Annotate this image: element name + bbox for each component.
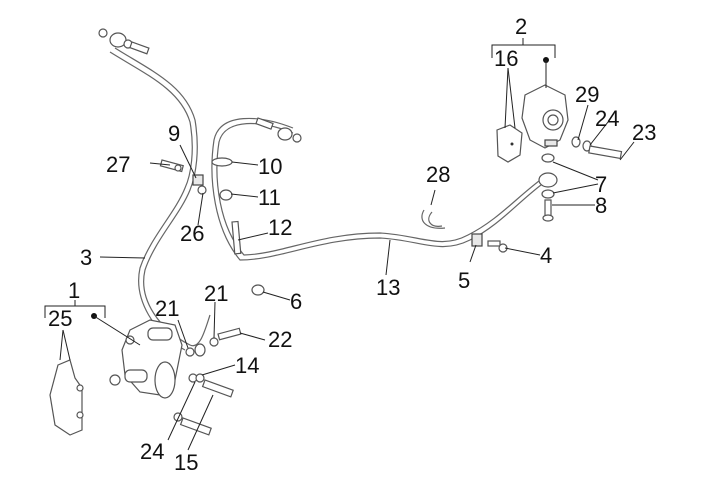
label-14: 14: [235, 353, 259, 378]
leader-lines: [59, 67, 635, 451]
label-24-top: 24: [595, 106, 619, 131]
label-15: 15: [174, 450, 198, 475]
label-3: 3: [80, 245, 92, 270]
label-23: 23: [632, 120, 656, 145]
label-22: 22: [268, 327, 292, 352]
label-13: 13: [376, 275, 400, 300]
label-2: 2: [515, 14, 527, 39]
label-12: 12: [268, 215, 292, 240]
part-labels: 2 16 29 24 23 7 8 4 5 28 13 12 11 10 9 2…: [48, 14, 656, 475]
label-7: 7: [595, 172, 607, 197]
label-6: 6: [290, 289, 302, 314]
label-1: 1: [68, 278, 80, 303]
label-4: 4: [540, 243, 552, 268]
label-5: 5: [458, 268, 470, 293]
brake-pads-front: [49, 359, 84, 436]
label-28: 28: [426, 162, 450, 187]
label-11: 11: [258, 185, 281, 210]
rear-brake-hose: [211, 117, 558, 261]
label-29: 29: [575, 82, 599, 107]
label-9: 9: [168, 121, 180, 146]
bracket-group-1: [44, 300, 141, 346]
label-8: 8: [595, 193, 607, 218]
label-27: 27: [106, 152, 130, 177]
bracket-group-2: [491, 38, 556, 88]
front-brake-caliper: [109, 319, 183, 399]
label-24-bottom: 24: [140, 439, 164, 464]
label-10: 10: [258, 154, 282, 179]
label-21-right: 21: [204, 281, 228, 306]
brake-pump-assembly: [521, 84, 623, 222]
label-16: 16: [494, 46, 518, 71]
label-26: 26: [180, 221, 204, 246]
brake-pads-pump: [496, 124, 523, 163]
small-parts: [159, 157, 508, 436]
front-brake-hose: [98, 28, 211, 351]
label-25: 25: [48, 306, 72, 331]
label-21-left: 21: [155, 296, 179, 321]
